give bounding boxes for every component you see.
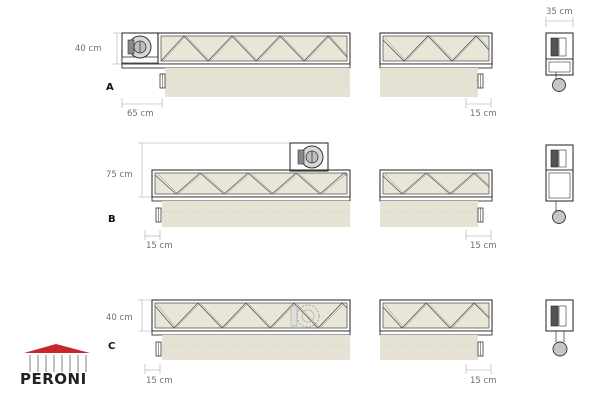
projection-screen-right <box>380 201 478 227</box>
row-c: 40 cm 15 cm 15 cm <box>106 299 496 386</box>
side-profile-box <box>545 299 574 332</box>
projection-screen-left <box>165 68 350 97</box>
left-margin-label: 15 cm <box>146 376 172 386</box>
projection-screen-right <box>380 335 478 360</box>
row-label: C <box>108 341 115 352</box>
right-margin-label: 15 cm <box>470 376 496 386</box>
side-profile-box <box>545 144 574 202</box>
motor-housing <box>289 142 329 172</box>
side-width-label: 35 cm <box>546 7 572 17</box>
side-profile-box <box>545 32 574 76</box>
row-label: A <box>106 82 114 93</box>
roller-weight-icon <box>552 210 566 224</box>
height-label: 40 cm <box>106 313 132 323</box>
side-view-b <box>545 144 574 224</box>
row-a: 40 cm 65 cm <box>75 32 496 119</box>
bottom-bar <box>121 63 351 69</box>
logo-text: PERONI <box>20 370 87 388</box>
motor-roller-icon <box>296 304 320 328</box>
height-label: 75 cm <box>106 170 132 180</box>
right-margin-label: 15 cm <box>470 241 496 251</box>
side-view-a: 35 cm <box>545 7 574 92</box>
height-label: 40 cm <box>75 44 101 54</box>
left-margin-label: 65 cm <box>127 109 153 119</box>
left-margin-label: 15 cm <box>146 241 172 251</box>
right-margin-label: 15 cm <box>470 109 496 119</box>
row-label: B <box>108 214 116 225</box>
row-b: 75 cm 15 cm <box>106 142 496 251</box>
projection-screen-left <box>162 201 350 227</box>
projection-screen-left <box>162 335 350 360</box>
projection-screen-right <box>380 68 478 97</box>
roller-weight-icon <box>552 341 568 357</box>
roller-weight-icon <box>552 78 566 92</box>
peroni-logo: PERONI <box>20 344 90 388</box>
tent-roof-logo-icon <box>24 344 90 372</box>
side-view-c <box>545 299 574 357</box>
